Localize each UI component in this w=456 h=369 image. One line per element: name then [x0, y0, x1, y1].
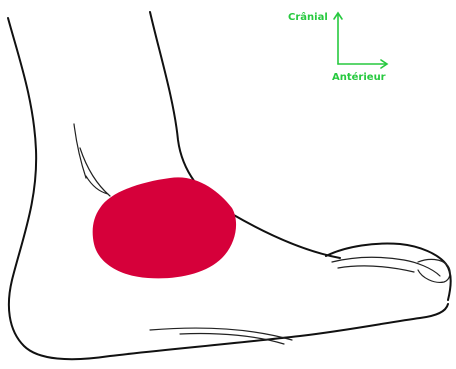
toe-contour: [326, 244, 451, 301]
anterior-label: Antérieur: [332, 71, 386, 83]
toe-lines: [332, 257, 450, 282]
cranial-label: Crânial: [288, 11, 328, 23]
orientation-indicator: Crânial Antérieur: [288, 11, 387, 83]
leg-posterior-contour: [8, 18, 448, 359]
tendon-lines: [74, 124, 110, 196]
highlighted-area: [93, 177, 236, 278]
sole-crease: [150, 328, 292, 344]
